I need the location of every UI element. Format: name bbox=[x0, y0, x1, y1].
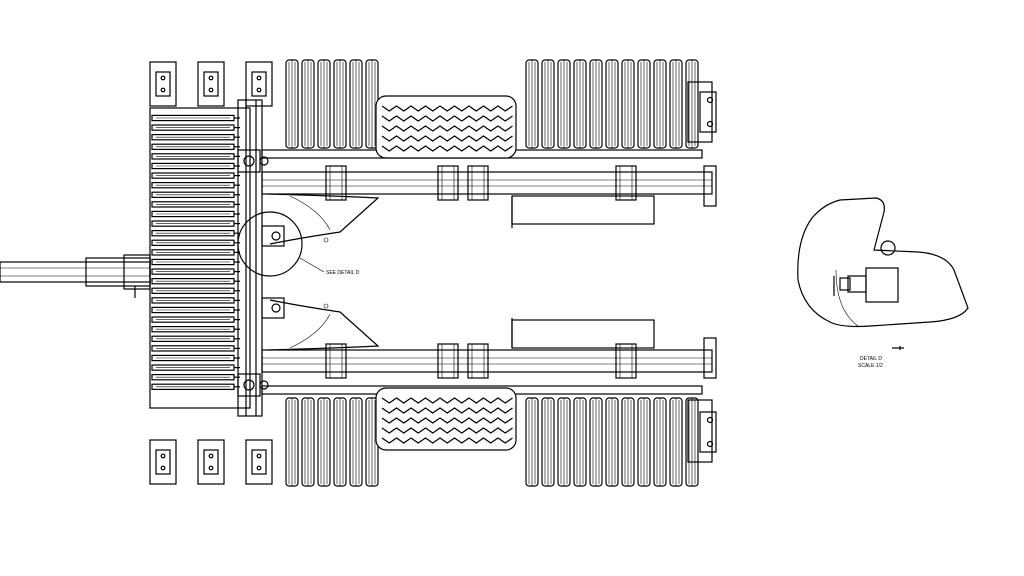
disc-blade bbox=[317, 397, 331, 487]
front-brackets bbox=[149, 61, 273, 485]
roller-ring bbox=[151, 210, 240, 218]
disc-blade bbox=[685, 397, 699, 487]
roller-ring bbox=[151, 326, 240, 333]
tube-clamp bbox=[325, 165, 347, 201]
tube-clamp bbox=[467, 343, 489, 379]
roller-ring bbox=[151, 354, 240, 362]
tube-clamp bbox=[615, 165, 637, 201]
disc-blade bbox=[541, 397, 555, 487]
roller-ring bbox=[151, 306, 240, 314]
roller-ring bbox=[151, 239, 240, 246]
disc-blade bbox=[525, 59, 539, 149]
disc-blade bbox=[669, 59, 683, 149]
roller-ring bbox=[151, 345, 240, 352]
disc-blade bbox=[669, 397, 683, 487]
upper-tire bbox=[375, 95, 517, 159]
disc-blade bbox=[365, 397, 379, 487]
roller-ring bbox=[151, 124, 240, 131]
disc-blade bbox=[637, 397, 651, 487]
roller-ring bbox=[151, 316, 240, 323]
roller-ring bbox=[151, 172, 240, 179]
tube-clamp bbox=[467, 165, 489, 201]
roller-ring bbox=[151, 220, 240, 227]
detail-title: DETAIL D bbox=[860, 356, 882, 362]
detail-circle bbox=[237, 211, 303, 277]
disc-blade bbox=[333, 59, 347, 149]
lower-disc-row bbox=[285, 397, 699, 487]
bracket-bottom bbox=[149, 439, 177, 485]
roller-ring bbox=[151, 364, 240, 371]
disc-blade bbox=[605, 59, 619, 149]
disc-blade bbox=[301, 59, 315, 149]
roller-ring bbox=[151, 230, 240, 237]
roller-gang bbox=[151, 114, 240, 391]
disc-blade bbox=[573, 397, 587, 487]
disc-blade bbox=[285, 59, 299, 149]
tube-clamp bbox=[437, 343, 459, 379]
roller-ring bbox=[151, 153, 240, 160]
roller-ring bbox=[151, 191, 240, 198]
side-pivots bbox=[237, 149, 269, 397]
bracket-top bbox=[197, 61, 225, 107]
disc-blade bbox=[317, 59, 331, 149]
disc-blade bbox=[589, 59, 603, 149]
roller-ring bbox=[151, 143, 240, 150]
detail-callout: SEE DETAIL D bbox=[237, 211, 360, 277]
bracket-bottom bbox=[197, 439, 225, 485]
detail-scale: SCALE 1/2 bbox=[858, 363, 883, 369]
disc-blade bbox=[541, 59, 555, 149]
bracket-bottom bbox=[245, 439, 273, 485]
roller-ring bbox=[151, 383, 240, 391]
rear-hubs bbox=[687, 81, 717, 463]
tube-clamp bbox=[615, 343, 637, 379]
lower-tire bbox=[375, 387, 517, 451]
roller-ring bbox=[151, 182, 240, 189]
bracket-top bbox=[149, 61, 177, 107]
disc-blade bbox=[637, 59, 651, 149]
tube-clamps bbox=[325, 165, 637, 379]
disc-blade bbox=[285, 397, 299, 487]
disc-blade bbox=[621, 397, 635, 487]
roller-ring bbox=[151, 278, 240, 285]
disc-blade bbox=[605, 397, 619, 487]
roller-ring bbox=[151, 258, 240, 266]
roller-ring bbox=[151, 335, 240, 343]
callout-text: SEE DETAIL D bbox=[326, 270, 360, 276]
disc-blade bbox=[621, 59, 635, 149]
tow-hitch bbox=[0, 254, 151, 298]
roller-ring bbox=[151, 374, 240, 381]
tube-clamp bbox=[325, 343, 347, 379]
roller-ring bbox=[151, 114, 240, 122]
disc-blade bbox=[349, 59, 363, 149]
disc-blade bbox=[525, 397, 539, 487]
disc-blade bbox=[557, 59, 571, 149]
disc-blade bbox=[349, 397, 363, 487]
disc-blade bbox=[653, 59, 667, 149]
roller-ring bbox=[151, 268, 240, 275]
roller-ring bbox=[151, 297, 240, 304]
roller-ring bbox=[151, 249, 240, 256]
roller-ring bbox=[151, 201, 240, 208]
roller-ring bbox=[151, 162, 240, 170]
disc-blade bbox=[333, 397, 347, 487]
disc-blade bbox=[653, 397, 667, 487]
tube-clamp bbox=[437, 165, 459, 201]
disc-blade bbox=[557, 397, 571, 487]
roller-ring bbox=[151, 287, 240, 295]
disc-blade bbox=[301, 397, 315, 487]
upper-disc-row bbox=[285, 59, 699, 149]
disc-blade bbox=[589, 397, 603, 487]
roller-ring bbox=[151, 134, 240, 141]
bracket-top bbox=[245, 61, 273, 107]
detail-d-view: DETAIL D SCALE 1/2 bbox=[797, 197, 969, 369]
disc-blade bbox=[573, 59, 587, 149]
